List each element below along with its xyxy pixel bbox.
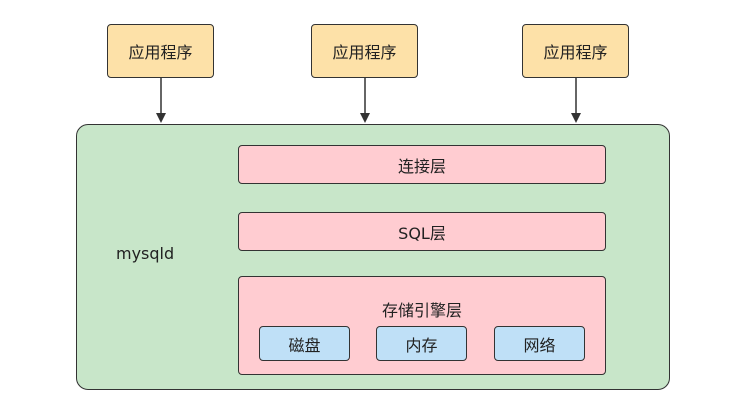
application-label-1: 应用程序 <box>128 43 193 62</box>
connection-layer-box: 连接层 <box>238 145 606 184</box>
sql-layer-box: SQL层 <box>238 212 606 251</box>
storage-item-disk-label: 磁盘 <box>288 335 321 355</box>
application-label-3: 应用程序 <box>543 43 608 62</box>
application-label-2: 应用程序 <box>332 43 397 62</box>
storage-item-memory: 内存 <box>376 326 467 361</box>
storage-engine-title: 存储引擎层 <box>381 301 462 320</box>
connection-layer-label: 连接层 <box>397 156 446 176</box>
storage-item-network: 网络 <box>494 326 585 361</box>
storage-item-memory-label: 内存 <box>405 335 438 355</box>
application-box-2: 应用程序 <box>311 24 418 78</box>
storage-item-disk: 磁盘 <box>259 326 350 361</box>
mysqld-label: mysqld <box>116 244 175 263</box>
sql-layer-label: SQL层 <box>398 223 446 243</box>
application-box-3: 应用程序 <box>522 24 629 78</box>
storage-item-network-label: 网络 <box>523 335 556 355</box>
application-box-1: 应用程序 <box>107 24 214 78</box>
